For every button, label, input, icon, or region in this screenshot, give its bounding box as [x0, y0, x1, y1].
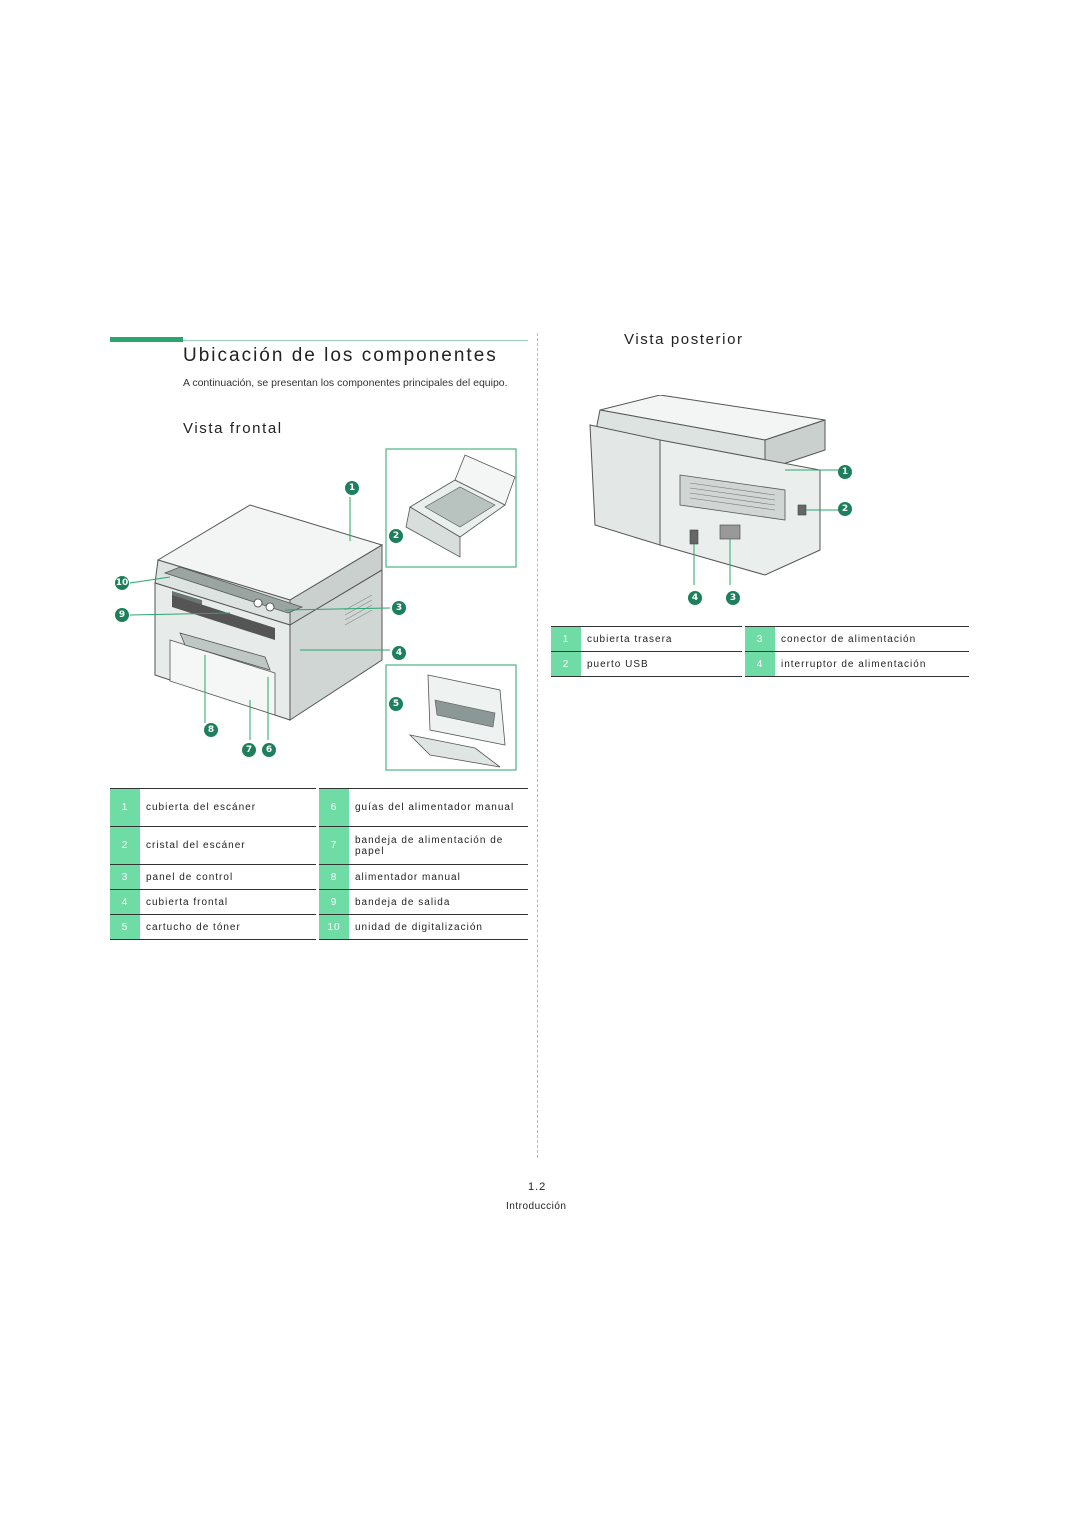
rear-view-heading: Vista posterior — [624, 331, 744, 348]
legend-number: 3 — [745, 626, 775, 652]
front-callout-5: 5 — [389, 697, 403, 711]
rear-legend-table: 1 cubierta trasera 3 conector de aliment… — [551, 626, 969, 677]
legend-number: 9 — [319, 889, 349, 915]
legend-label: bandeja de salida — [349, 889, 528, 915]
rear-view-illustration — [589, 395, 840, 585]
legend-number: 4 — [745, 651, 775, 677]
section-title: Ubicación de los componentes — [183, 345, 498, 366]
table-row: 2 puerto USB 4 interruptor de alimentaci… — [551, 651, 969, 677]
legend-label: cubierta trasera — [581, 626, 742, 652]
table-row: 5 cartucho de tóner 10 unidad de digital… — [110, 914, 528, 940]
legend-number: 7 — [319, 826, 349, 865]
front-callout-8: 8 — [204, 723, 218, 737]
legend-label: cubierta frontal — [140, 889, 316, 915]
legend-label: unidad de digitalización — [349, 914, 528, 940]
legend-label: alimentador manual — [349, 864, 528, 890]
legend-label: cartucho de tóner — [140, 914, 316, 940]
table-row: 4 cubierta frontal 9 bandeja de salida — [110, 889, 528, 915]
table-row: 1 cubierta del escáner 6 guías del alime… — [110, 788, 528, 827]
front-callout-3: 3 — [392, 601, 406, 615]
front-callout-2: 2 — [389, 529, 403, 543]
legend-label: cubierta del escáner — [140, 788, 316, 827]
legend-number: 8 — [319, 864, 349, 890]
legend-number: 5 — [110, 914, 140, 940]
section-intro: A continuación, se presentan los compone… — [183, 377, 508, 389]
rear-callout-2: 2 — [838, 502, 852, 516]
front-callout-9: 9 — [115, 608, 129, 622]
column-divider — [537, 333, 538, 1158]
rear-callout-3: 3 — [726, 591, 740, 605]
table-row: 2 cristal del escáner 7 bandeja de alime… — [110, 826, 528, 865]
front-callout-1: 1 — [345, 481, 359, 495]
front-callout-4: 4 — [392, 646, 406, 660]
front-view-heading: Vista frontal — [183, 420, 283, 437]
page-number: 1.2 — [528, 1181, 547, 1193]
section-accent-bar — [110, 337, 183, 342]
legend-label: conector de alimentación — [775, 626, 969, 652]
front-callout-7: 7 — [242, 743, 256, 757]
table-row: 1 cubierta trasera 3 conector de aliment… — [551, 626, 969, 652]
legend-number: 6 — [319, 788, 349, 827]
legend-number: 3 — [110, 864, 140, 890]
chapter-label: Introducción — [506, 1201, 567, 1212]
legend-label: puerto USB — [581, 651, 742, 677]
legend-label: bandeja de alimentación de papel — [349, 826, 528, 865]
legend-number: 10 — [319, 914, 349, 940]
legend-number: 4 — [110, 889, 140, 915]
legend-label: panel de control — [140, 864, 316, 890]
front-callout-6: 6 — [262, 743, 276, 757]
section-rule — [183, 340, 528, 341]
front-callout-10: 10 — [115, 576, 129, 590]
front-legend-table: 1 cubierta del escáner 6 guías del alime… — [110, 788, 528, 940]
legend-label: guías del alimentador manual — [349, 788, 528, 827]
table-row: 3 panel de control 8 alimentador manual — [110, 864, 528, 890]
legend-number: 1 — [110, 788, 140, 827]
legend-label: interruptor de alimentación — [775, 651, 969, 677]
legend-label: cristal del escáner — [140, 826, 316, 865]
legend-number: 1 — [551, 626, 581, 652]
legend-number: 2 — [110, 826, 140, 865]
front-view-illustration — [129, 448, 517, 771]
rear-callout-4: 4 — [688, 591, 702, 605]
legend-number: 2 — [551, 651, 581, 677]
rear-callout-1: 1 — [838, 465, 852, 479]
